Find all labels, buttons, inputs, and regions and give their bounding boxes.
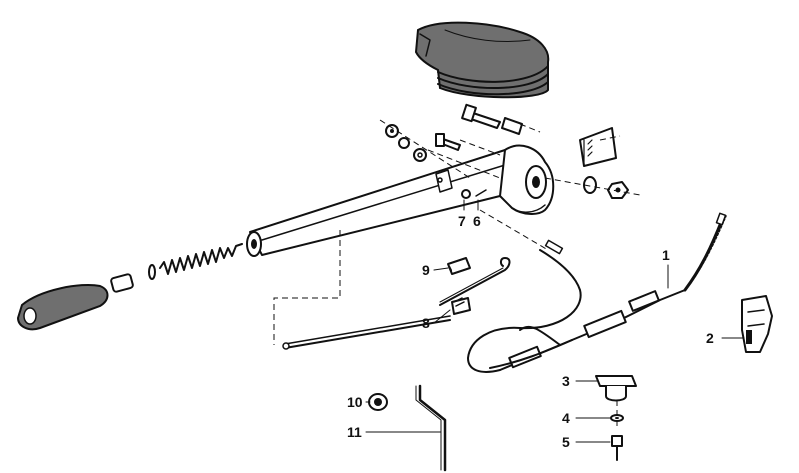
- bracket-hardware: [595, 375, 637, 461]
- assembly-lines: [273, 119, 641, 345]
- lever-boot: [414, 21, 550, 99]
- callout-1: 1: [662, 247, 670, 289]
- callout-11-label: 11: [347, 424, 362, 440]
- cable-clip: [741, 295, 773, 353]
- callout-5: 5: [562, 434, 611, 450]
- callout-10: 10: [347, 394, 371, 410]
- callout-1-label: 1: [662, 247, 670, 263]
- lever-spring-rod: [16, 243, 451, 350]
- hand-brake-lever: [246, 127, 617, 257]
- callout-4-label: 4: [562, 410, 570, 426]
- callout-5-label: 5: [562, 434, 570, 450]
- callout-7: 7: [458, 199, 466, 229]
- callout-10-label: 10: [347, 394, 363, 410]
- callout-6-label: 6: [473, 213, 481, 229]
- callout-11: 11: [347, 424, 442, 440]
- callout-6: 6: [473, 199, 481, 229]
- clips: [447, 257, 471, 315]
- callout-2: 2: [706, 330, 745, 346]
- callout-2-label: 2: [706, 330, 714, 346]
- callout-4: 4: [562, 410, 611, 426]
- callout-8-label: 8: [422, 315, 430, 331]
- callout-3: 3: [562, 373, 599, 389]
- callout-7-label: 7: [458, 213, 466, 229]
- callout-9: 9: [422, 262, 449, 278]
- brake-cables: [467, 212, 727, 373]
- hook-rod: [439, 257, 511, 306]
- callout-8: 8: [422, 309, 451, 331]
- bottom-parts: [368, 384, 447, 472]
- callout-3-label: 3: [562, 373, 570, 389]
- pivot-hardware: [385, 103, 629, 199]
- callout-9-label: 9: [422, 262, 430, 278]
